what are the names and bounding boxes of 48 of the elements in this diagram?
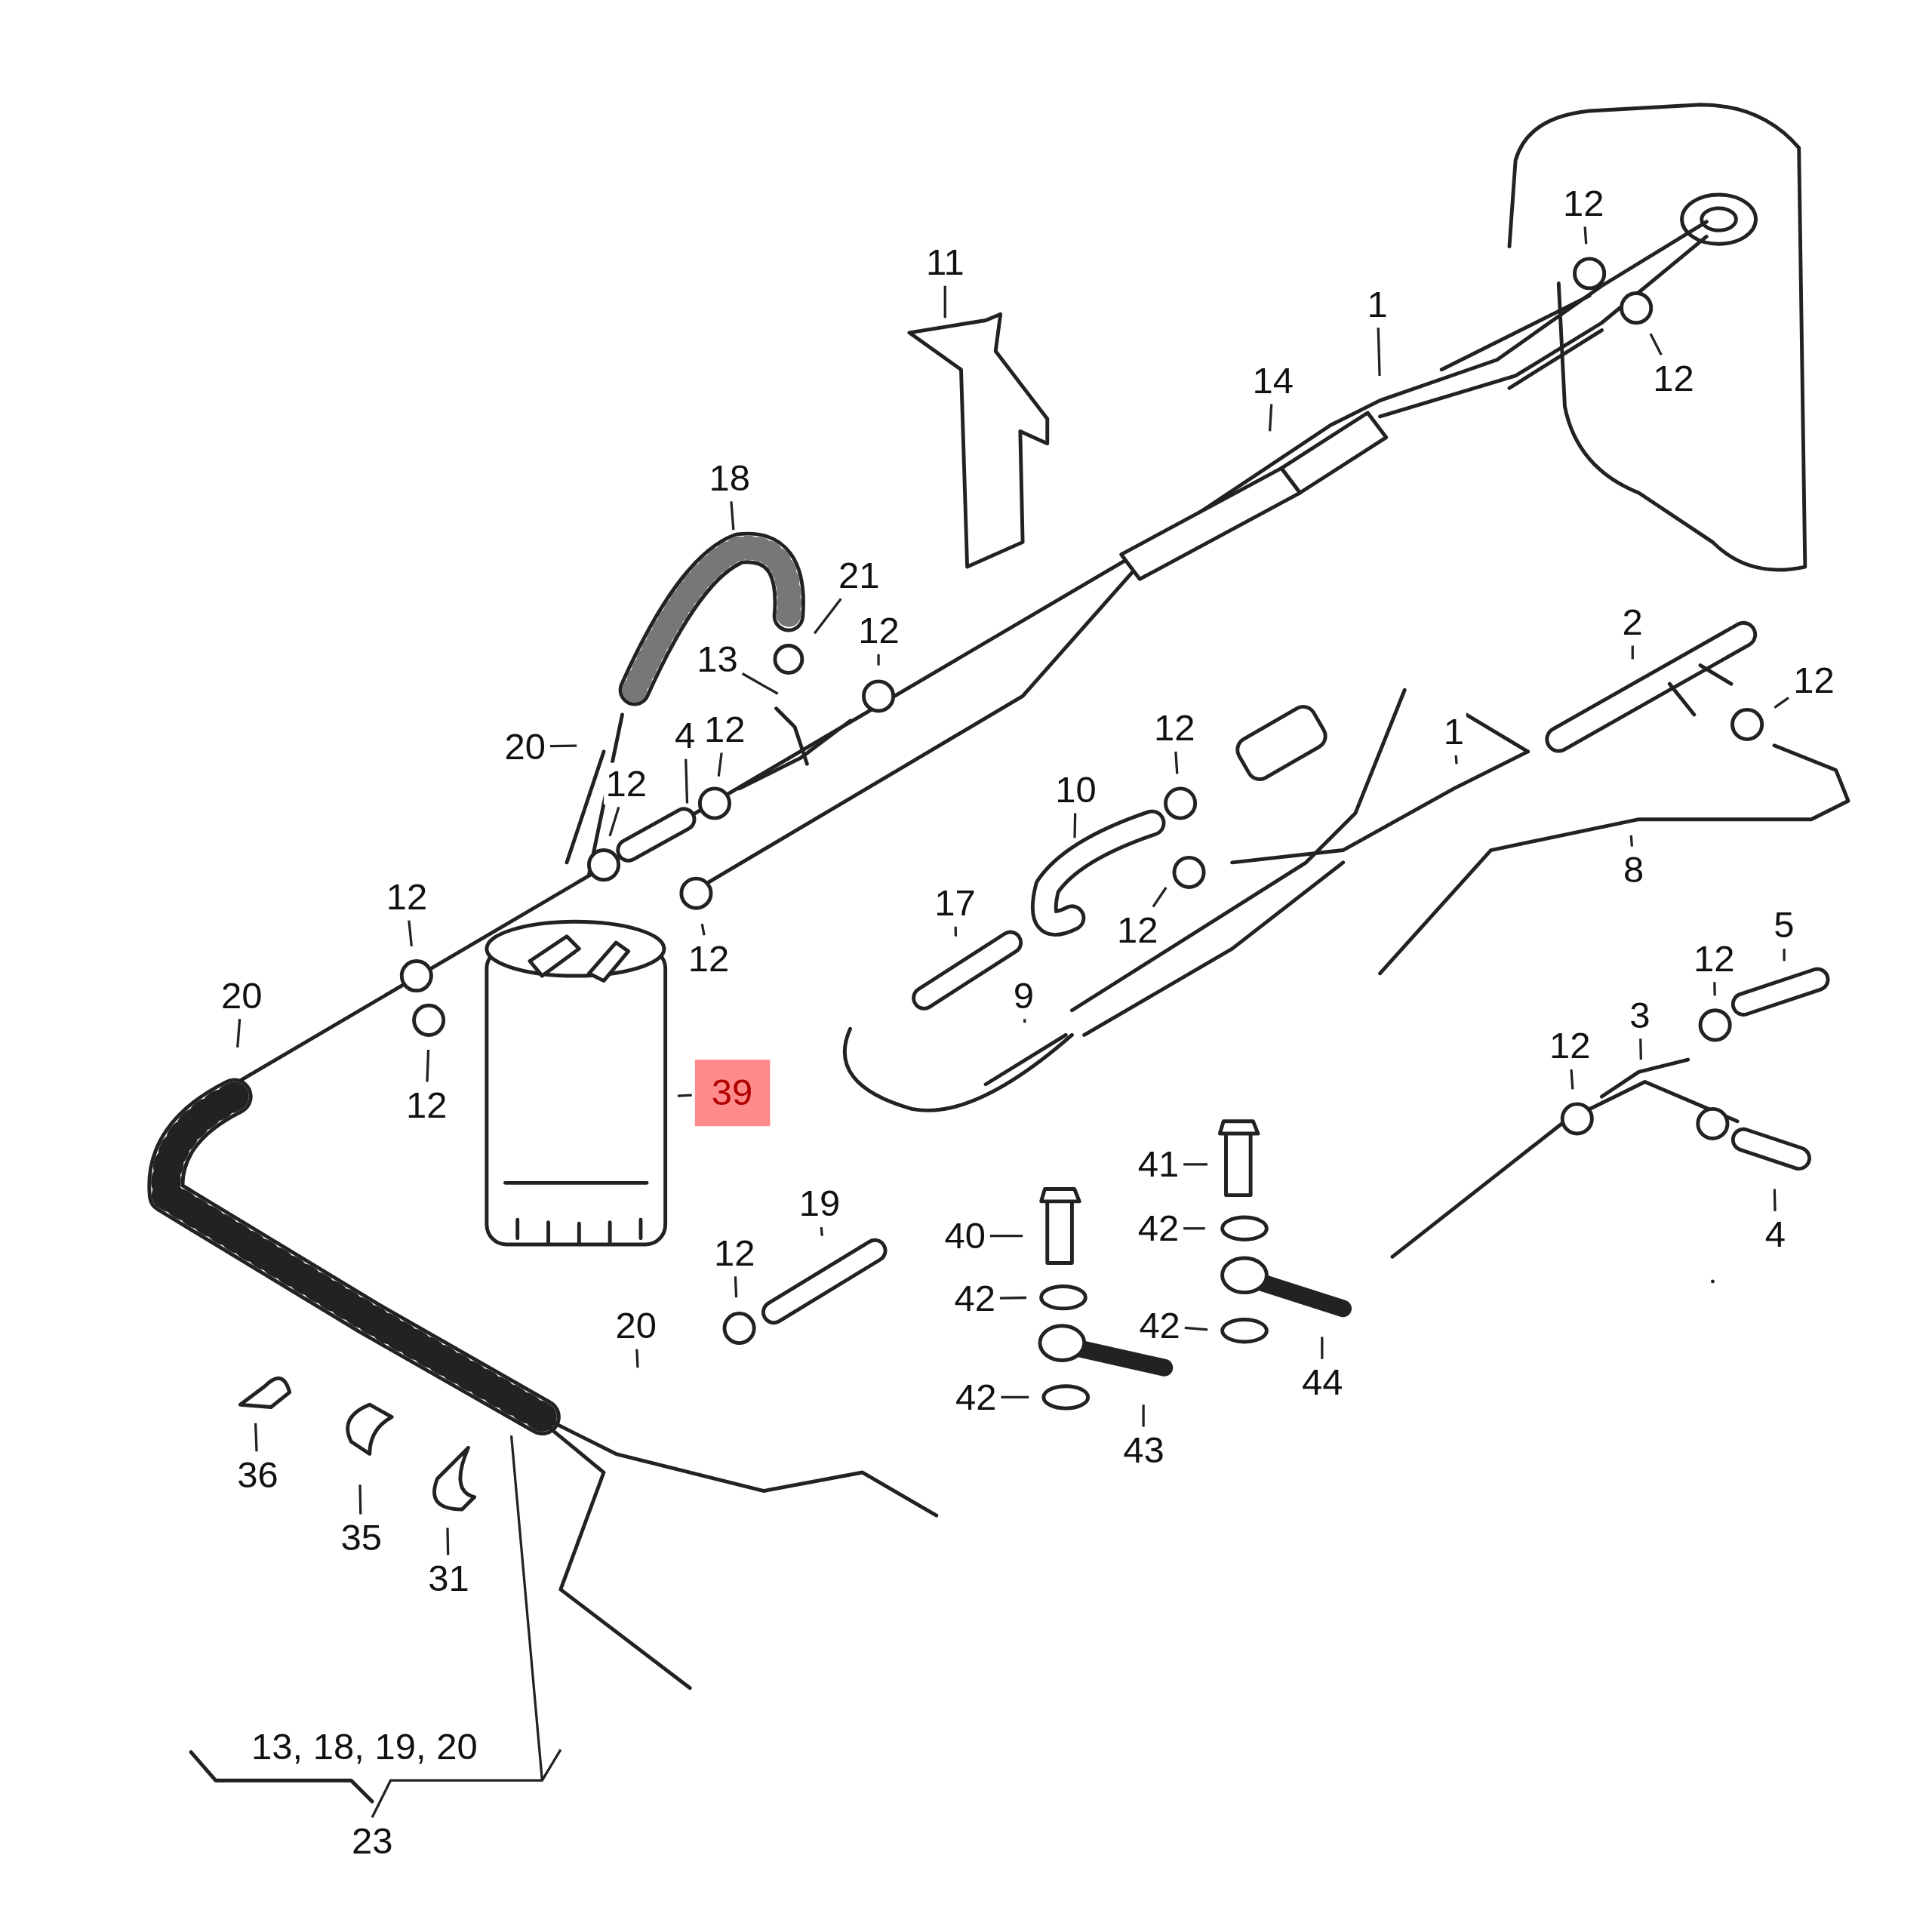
leader-line bbox=[1639, 1038, 1642, 1060]
leader-line bbox=[1183, 1163, 1208, 1166]
leader-line bbox=[1321, 1337, 1324, 1359]
leader-line bbox=[820, 1227, 823, 1236]
leader-line bbox=[1073, 813, 1077, 838]
leader-line bbox=[734, 1276, 738, 1298]
leader-line bbox=[1583, 226, 1588, 245]
leader-line bbox=[943, 285, 946, 318]
leader-line bbox=[1774, 697, 1789, 709]
callout-number: 39 bbox=[694, 1060, 771, 1127]
leader-line bbox=[446, 1527, 450, 1555]
leader-line bbox=[635, 1349, 639, 1368]
leader-line bbox=[236, 1019, 242, 1048]
leader-line bbox=[1142, 1404, 1145, 1427]
leader-line bbox=[730, 501, 735, 531]
leader-line bbox=[1454, 755, 1458, 764]
leader-line bbox=[1783, 949, 1786, 961]
leader-line bbox=[1377, 328, 1381, 377]
leader-line bbox=[1001, 1395, 1029, 1399]
leader-line bbox=[814, 598, 842, 635]
leader-line bbox=[1631, 645, 1634, 660]
leader-line bbox=[1629, 835, 1634, 847]
leader-line bbox=[371, 1434, 562, 1819]
leader-line bbox=[1023, 1019, 1026, 1023]
leader-line bbox=[741, 672, 779, 695]
leader-line bbox=[254, 1423, 258, 1452]
leader-line bbox=[1649, 333, 1663, 355]
leader-line bbox=[999, 1296, 1027, 1300]
leader-line bbox=[1184, 1326, 1208, 1331]
leader-line bbox=[549, 744, 577, 748]
leader-line bbox=[1570, 1069, 1574, 1090]
leader-line bbox=[677, 1094, 692, 1097]
leader-line bbox=[717, 752, 723, 777]
leader-line bbox=[989, 1234, 1023, 1238]
leader-line bbox=[1183, 1227, 1205, 1230]
leader-line bbox=[1773, 1189, 1777, 1211]
leader-line bbox=[954, 926, 958, 937]
leader-line bbox=[426, 1049, 430, 1082]
leader-line bbox=[700, 923, 706, 936]
leader-line bbox=[877, 654, 880, 666]
leader-line bbox=[685, 758, 689, 804]
leader-line bbox=[1713, 982, 1716, 996]
leader-line bbox=[1268, 404, 1273, 432]
leader-line bbox=[1174, 751, 1179, 774]
leader-line bbox=[608, 806, 620, 837]
leader-line bbox=[358, 1484, 362, 1515]
leader-line bbox=[408, 920, 413, 947]
leader-line bbox=[1152, 887, 1168, 908]
